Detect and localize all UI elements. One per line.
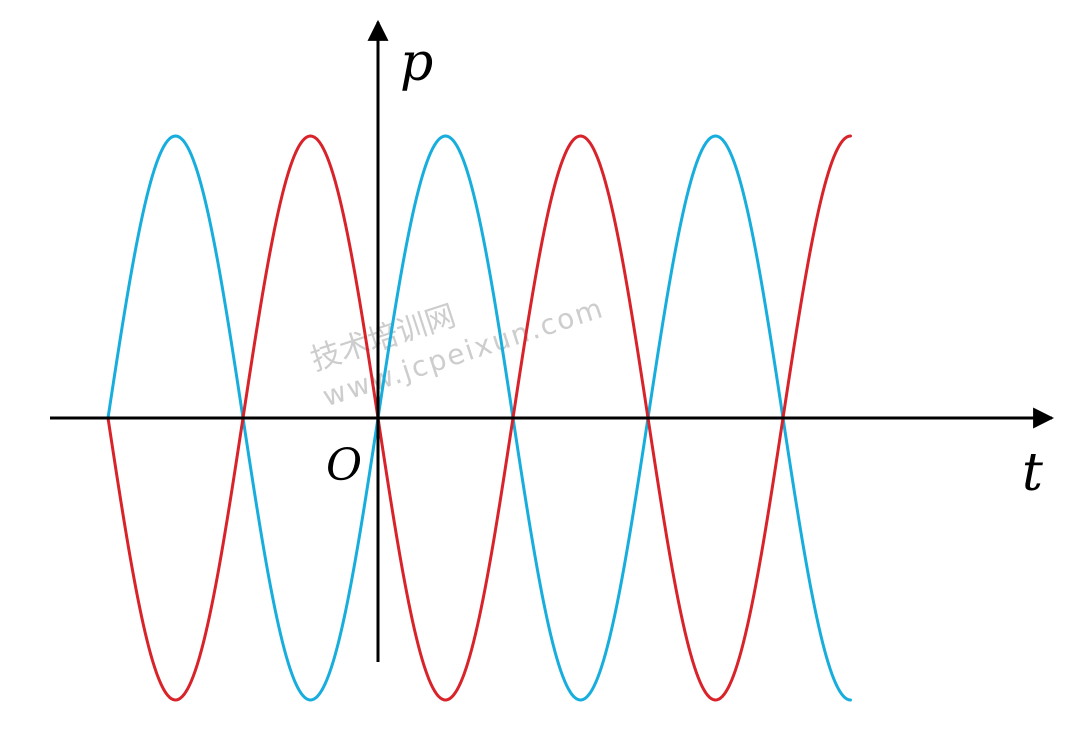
watermark: 技术培训网 www.jcpeixun.com [307, 291, 609, 413]
x-axis-label: t [1022, 443, 1043, 503]
y-axis-label: p [400, 33, 433, 93]
series-line-1 [106, 134, 852, 702]
origin-label: O [326, 440, 362, 491]
series-line-2 [106, 134, 852, 702]
series-layer [106, 134, 852, 702]
